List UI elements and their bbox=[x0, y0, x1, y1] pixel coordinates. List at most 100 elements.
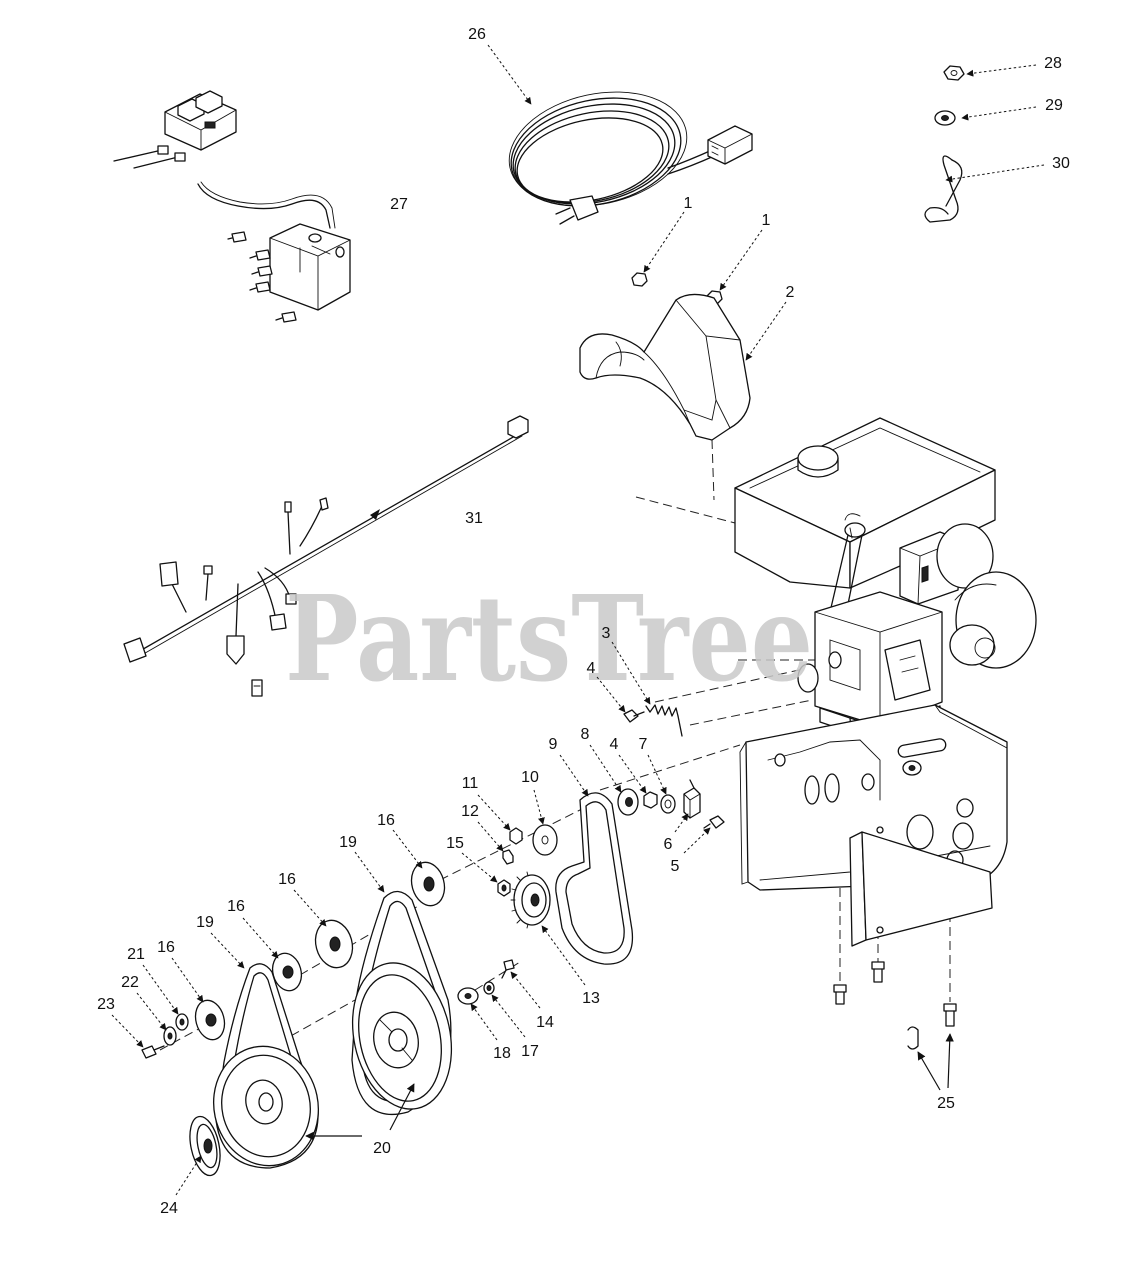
hex-nut-1-left bbox=[631, 272, 648, 287]
callout-26: 26 bbox=[468, 26, 486, 43]
harness-ties bbox=[251, 679, 263, 697]
callout-7: 7 bbox=[639, 736, 648, 753]
leader-13 bbox=[541, 925, 586, 986]
harness-connector-plug bbox=[226, 635, 245, 665]
callout-18: 18 bbox=[493, 1045, 511, 1062]
leader-12 bbox=[477, 821, 504, 852]
leader-1a bbox=[643, 211, 685, 273]
callout-16d: 16 bbox=[157, 939, 175, 956]
callout-23: 23 bbox=[97, 996, 115, 1013]
callout-5: 5 bbox=[671, 858, 680, 875]
leader-26 bbox=[487, 44, 532, 105]
oil-fill-tube bbox=[829, 513, 866, 615]
callout-24: 24 bbox=[160, 1200, 178, 1217]
callout-16b: 16 bbox=[278, 871, 296, 888]
washer-8 bbox=[617, 788, 639, 816]
leader-20-right bbox=[389, 1083, 415, 1131]
switch-wire bbox=[197, 181, 336, 229]
bolt-4-upper bbox=[623, 709, 645, 723]
frame-lower-bracket bbox=[849, 826, 993, 947]
nut-4-lower bbox=[643, 791, 658, 809]
leader-21 bbox=[142, 964, 179, 1015]
callout-14: 14 bbox=[536, 1014, 554, 1031]
leader-23 bbox=[111, 1014, 144, 1048]
callout-leaders bbox=[111, 44, 1045, 1196]
leader-7 bbox=[647, 754, 667, 795]
wire-harness bbox=[123, 415, 529, 697]
callout-3: 3 bbox=[602, 625, 611, 642]
callout-8: 8 bbox=[581, 726, 590, 743]
leader-19b bbox=[210, 932, 245, 969]
leader-11 bbox=[477, 794, 511, 831]
leader-17 bbox=[491, 994, 526, 1038]
switch-screws bbox=[113, 145, 186, 169]
fuel-cap bbox=[797, 445, 839, 478]
leader-6 bbox=[674, 813, 689, 833]
callout-31: 31 bbox=[465, 510, 483, 527]
callout-1b: 1 bbox=[762, 212, 771, 229]
leader-30 bbox=[945, 164, 1045, 183]
harness-connector-top bbox=[507, 415, 529, 439]
callout-15: 15 bbox=[446, 835, 464, 852]
junction-box-screws bbox=[227, 231, 297, 323]
leader-16b bbox=[293, 889, 327, 927]
callout-4b: 4 bbox=[610, 736, 619, 753]
harness-connector-left bbox=[159, 561, 179, 587]
pulley-20-lower bbox=[212, 1045, 320, 1167]
carriage-bolt-right bbox=[943, 1003, 957, 1027]
callout-28: 28 bbox=[1044, 55, 1062, 72]
crankcase bbox=[797, 591, 943, 727]
hairpin-clip-30 bbox=[924, 155, 963, 223]
partstree-watermark: PartsTree bbox=[285, 569, 813, 708]
callout-1a: 1 bbox=[684, 195, 693, 212]
callout-30: 30 bbox=[1052, 155, 1070, 172]
frame-plate bbox=[739, 704, 1008, 891]
callout-20: 20 bbox=[373, 1140, 391, 1157]
callout-11: 11 bbox=[462, 775, 479, 792]
leader-1b bbox=[719, 229, 763, 291]
leader-16c bbox=[242, 917, 279, 959]
callout-25: 25 bbox=[937, 1095, 955, 1112]
belt-9 bbox=[555, 792, 634, 965]
callout-19b: 19 bbox=[196, 914, 214, 931]
callout-16c: 16 bbox=[227, 898, 245, 915]
callout-labels: 26 28 29 30 27 1 1 2 31 3 4 9 8 4 7 11 1… bbox=[97, 26, 1070, 1217]
spacer-21 bbox=[175, 1013, 189, 1031]
frame-clip bbox=[907, 1026, 919, 1050]
callout-13: 13 bbox=[582, 990, 600, 1007]
recoil-starter bbox=[949, 571, 1037, 669]
callout-9: 9 bbox=[549, 736, 558, 753]
carriage-bolt-center bbox=[871, 961, 885, 983]
leader-25-left bbox=[917, 1051, 941, 1091]
washer-10 bbox=[532, 824, 558, 856]
leader-25-right bbox=[945, 1033, 954, 1089]
leader-18 bbox=[470, 1003, 498, 1041]
hex-nut-28 bbox=[943, 65, 965, 81]
leader-14 bbox=[510, 971, 541, 1009]
nut-15 bbox=[497, 879, 511, 897]
spring-3 bbox=[645, 704, 683, 737]
leader-10 bbox=[533, 789, 545, 825]
cord-female-plug bbox=[707, 125, 753, 165]
frame-bolts bbox=[833, 961, 957, 1050]
bolt-23 bbox=[141, 1045, 165, 1059]
bushing-12 bbox=[502, 849, 514, 865]
leader-5 bbox=[683, 827, 711, 854]
callout-12: 12 bbox=[461, 803, 479, 820]
leader-8 bbox=[589, 744, 622, 793]
electric-starter bbox=[899, 523, 994, 605]
harness-connector-end bbox=[123, 637, 147, 663]
leader-15 bbox=[461, 852, 498, 883]
callout-17: 17 bbox=[521, 1043, 539, 1060]
nut-11 bbox=[509, 827, 523, 845]
idler-bracket-6 bbox=[683, 779, 701, 819]
washer-16-b bbox=[314, 919, 354, 969]
carriage-bolt-left bbox=[833, 984, 847, 1005]
bolt-5 bbox=[703, 815, 725, 829]
leader-16d bbox=[171, 957, 204, 1003]
callout-10: 10 bbox=[521, 769, 539, 786]
cord-male-plug bbox=[555, 195, 599, 225]
callout-4a: 4 bbox=[587, 660, 596, 677]
washer-29 bbox=[934, 110, 956, 126]
